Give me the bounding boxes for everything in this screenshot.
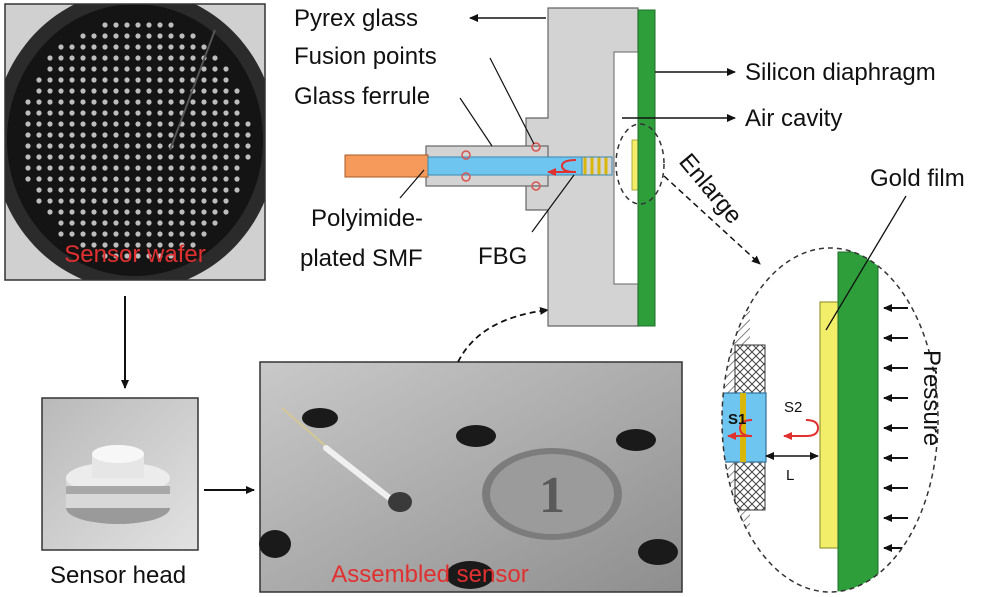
- assembled-sensor-label: Assembled sensor: [331, 561, 528, 588]
- enlarged-oval-border: [721, 247, 939, 593]
- wafer-dot-array: [25, 22, 251, 259]
- fbg-grating: [583, 157, 608, 175]
- svg-text:1: 1: [539, 467, 565, 524]
- glass-ferrule-label: Glass ferrule: [294, 83, 430, 110]
- fusion-point-markers: [461, 142, 541, 191]
- sensor-tip: [388, 492, 412, 512]
- arrow-assembled-to-section: [457, 306, 549, 363]
- s1-label: S1: [728, 411, 746, 428]
- enlarge-circle: [615, 123, 665, 205]
- assembled-sensor-photo: 1: [259, 361, 683, 593]
- silicon-diaphragm-label: Silicon diaphragm: [745, 59, 936, 86]
- sensor-wafer-label: Sensor wafer: [64, 241, 205, 268]
- gold-film-small: [631, 139, 639, 191]
- silicon-diaphragm-bar: [637, 9, 656, 327]
- wafer-crack: [169, 29, 216, 151]
- glass-ferrule-rod: [323, 445, 395, 503]
- pressure-arrows: [883, 304, 908, 552]
- silicon-diaphragm-enlarged: [837, 251, 879, 592]
- fbg-label: FBG: [478, 243, 527, 270]
- cavity-length-label: L: [786, 467, 794, 484]
- pressure-label: Pressure: [918, 350, 945, 446]
- s2-label: S2: [784, 399, 802, 416]
- fiber-lead: [281, 407, 329, 449]
- air-cavity-label: Air cavity: [745, 105, 842, 132]
- enlarge-label: Enlarge: [673, 149, 747, 230]
- sensor-head-label: Sensor head: [50, 562, 186, 589]
- sensor-head-photo: [41, 397, 199, 551]
- gold-film-label: Gold film: [870, 165, 965, 192]
- enlarged-view: [722, 248, 938, 592]
- gold-film: [819, 301, 839, 549]
- polyimide-label-line2: plated SMF: [300, 245, 423, 272]
- pyrex-glass-label: Pyrex glass: [294, 5, 418, 32]
- polyimide-label-line1: Polyimide-: [311, 205, 423, 232]
- fusion-points-label: Fusion points: [294, 43, 437, 70]
- enlarge-arrow: [663, 175, 761, 265]
- polyimide-fiber: [344, 154, 429, 178]
- sensor-wafer-photo: [5, 4, 265, 280]
